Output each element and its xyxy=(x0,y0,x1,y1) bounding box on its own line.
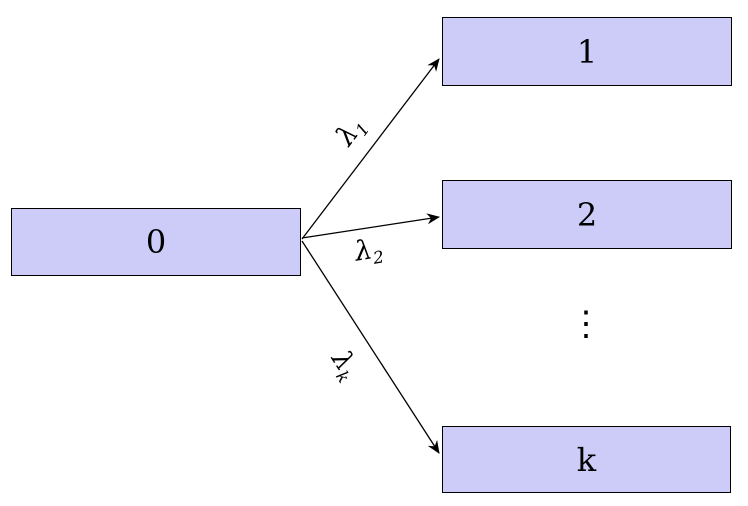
edge-line-0-to-k xyxy=(301,240,440,454)
edge-label-lambda-k: λk xyxy=(324,345,364,386)
node-box-k: k xyxy=(442,426,731,493)
edge-line-0-to-2 xyxy=(301,213,440,239)
lambda-subscript: 2 xyxy=(371,246,386,268)
node-label-1: 1 xyxy=(576,32,598,71)
edge-line-0-to-1 xyxy=(301,58,440,240)
node-box-1: 1 xyxy=(442,17,732,86)
edge-label-lambda-1: λ1 xyxy=(330,112,374,153)
node-label-0: 0 xyxy=(145,223,167,261)
node-box-2: 2 xyxy=(442,180,732,249)
edge-label-lambda-2: λ2 xyxy=(353,234,386,270)
vertical-ellipsis: ⋮ xyxy=(569,304,603,344)
node-box-0: 0 xyxy=(11,208,301,276)
node-label-2: 2 xyxy=(576,195,598,234)
node-label-k: k xyxy=(576,440,597,479)
